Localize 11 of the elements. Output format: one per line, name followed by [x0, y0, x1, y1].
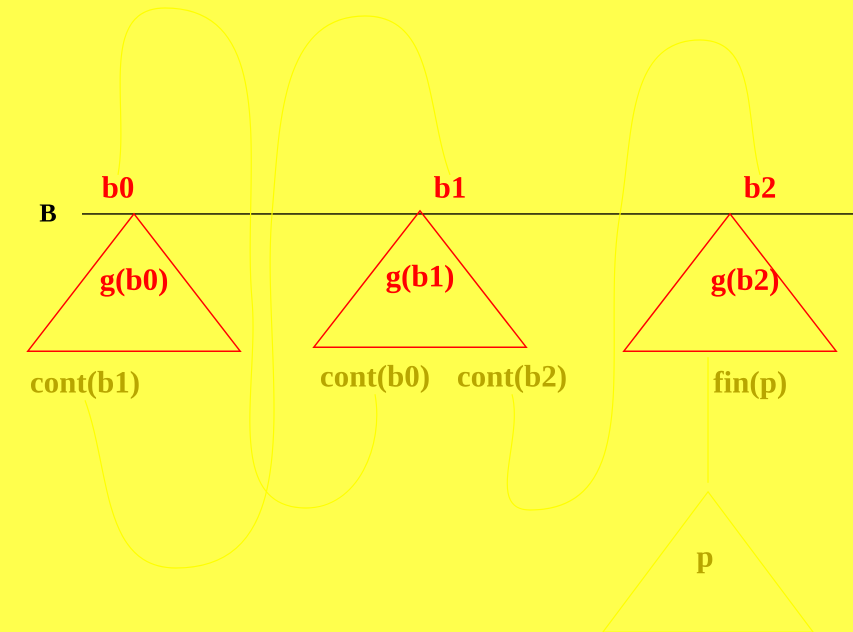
- curve: [84, 15, 451, 569]
- node-label: b2: [744, 176, 776, 198]
- curve: [506, 39, 761, 511]
- node-label: cont(b2): [458, 364, 566, 394]
- curve: [117, 7, 378, 509]
- connector-line: [707, 357, 709, 483]
- edge-label: fin(p): [713, 370, 786, 400]
- node-label: b1: [434, 176, 465, 198]
- node-label: cont(b0): [320, 364, 429, 394]
- node-label: cont(b1): [30, 370, 139, 400]
- node-label: b0: [102, 176, 134, 198]
